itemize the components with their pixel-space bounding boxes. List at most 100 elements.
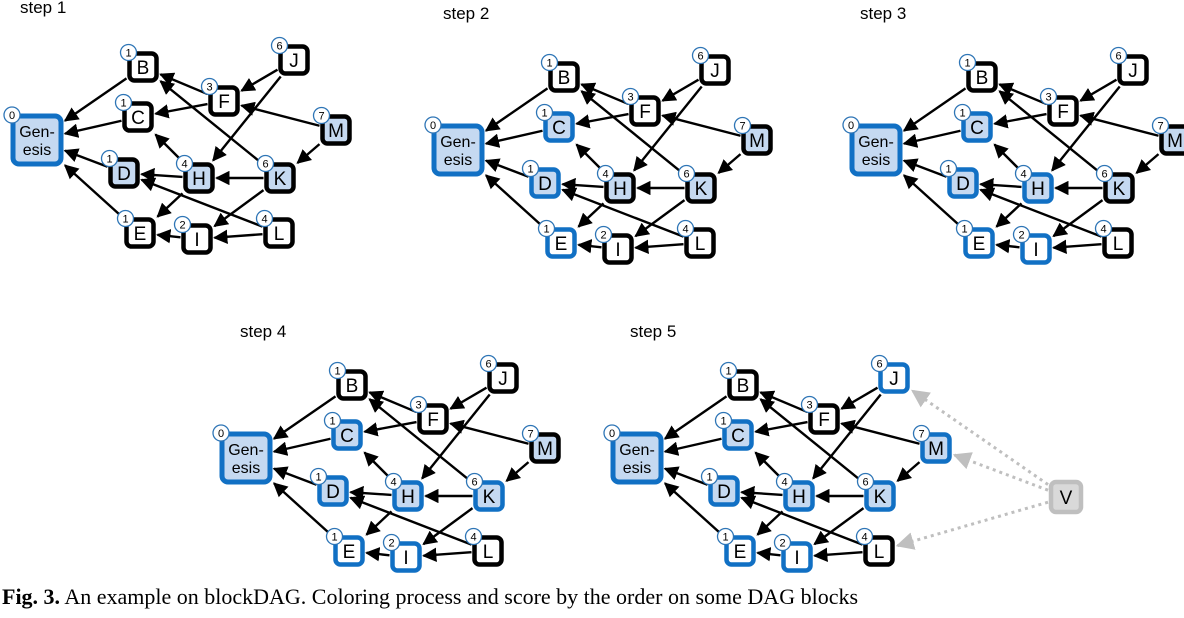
edge-M-to-K — [505, 461, 530, 482]
edge-H-to-D — [349, 485, 392, 501]
edge-H-to-C — [754, 451, 784, 481]
node-box — [783, 480, 815, 512]
node-box — [629, 95, 661, 127]
node-l: L4 — [676, 219, 716, 259]
node-h: H4 — [775, 472, 815, 512]
node-label-line2: esis — [23, 142, 51, 159]
score-circle — [309, 467, 328, 486]
figure-caption: Fig. 3. An example on blockDAG. Coloring… — [2, 584, 858, 610]
node-label: H — [401, 487, 415, 508]
node-c: C1 — [714, 411, 754, 451]
node-box — [529, 432, 561, 464]
node-score: 6 — [862, 477, 868, 489]
node-l: L4 — [255, 209, 295, 249]
node-box — [1117, 54, 1149, 86]
score-circle — [912, 424, 931, 443]
edge-D-to-Genesis — [484, 158, 529, 178]
virtual-edge-V-to-M — [952, 452, 1049, 492]
node-score: 4 — [1100, 224, 1106, 236]
node-box — [122, 101, 154, 133]
score-circle — [212, 424, 230, 442]
score-circle — [677, 164, 696, 183]
node-score: 1 — [961, 224, 967, 236]
node-box — [10, 113, 64, 167]
node-box — [610, 431, 664, 485]
node-score: 4 — [682, 224, 688, 236]
node-box — [849, 123, 903, 177]
node-label: J — [710, 61, 720, 82]
node-box — [741, 124, 773, 156]
node-l: L4 — [1094, 219, 1134, 259]
node-d: D1 — [939, 159, 979, 199]
node-label: L — [874, 542, 885, 563]
edge-D-to-Genesis — [902, 158, 947, 178]
node-score: 4 — [390, 477, 396, 489]
node-box — [317, 475, 349, 507]
node-box — [431, 123, 485, 177]
score-circle — [1039, 87, 1058, 106]
score-circle — [312, 106, 331, 125]
step-2-title: step 2 — [443, 4, 490, 23]
node-box — [808, 403, 840, 435]
edge-H-to-D — [561, 177, 604, 193]
node-box — [278, 44, 310, 76]
node-i: I2 — [1012, 225, 1052, 265]
edge-H-to-D — [740, 485, 783, 501]
edge-M-to-K — [896, 461, 921, 482]
edge-J-to-H — [812, 393, 882, 480]
node-label: B — [558, 68, 571, 89]
node-label: J — [289, 51, 299, 72]
node-label: K — [874, 487, 887, 508]
node-box — [124, 217, 156, 249]
score-circle — [114, 93, 133, 112]
node-label: L — [695, 234, 706, 255]
node-score: 1 — [541, 108, 547, 120]
score-circle — [173, 215, 192, 234]
node-label: F — [427, 410, 439, 431]
node-label: I — [194, 230, 199, 251]
score-circle — [424, 116, 442, 134]
node-c: C1 — [323, 411, 363, 451]
step-1-edges — [63, 68, 321, 244]
node-box — [545, 227, 577, 259]
node-box — [722, 419, 754, 451]
score-circle — [465, 472, 484, 491]
node-box — [392, 480, 424, 512]
node-h: H4 — [384, 472, 424, 512]
node-score: 3 — [806, 400, 812, 412]
node-score: 1 — [725, 366, 731, 378]
score-circle — [676, 219, 695, 238]
edge-M-to-K — [1135, 153, 1160, 174]
node-label: I — [403, 548, 408, 569]
edge-M-to-F — [1079, 111, 1159, 137]
node-score: 0 — [848, 120, 854, 132]
step-5-edges — [663, 386, 921, 562]
node-f: F3 — [800, 395, 840, 435]
score-circle — [621, 87, 640, 106]
node-l: L4 — [855, 527, 895, 567]
node-score: 2 — [600, 230, 606, 242]
edge-L-to-D — [349, 495, 472, 546]
node-box — [1022, 172, 1054, 204]
node-j: J6 — [479, 354, 519, 394]
node-score: 1 — [527, 164, 533, 176]
node-label: M — [1167, 131, 1183, 152]
node-score: 1 — [331, 532, 337, 544]
node-box — [878, 362, 910, 394]
score-circle — [521, 424, 540, 443]
node-label: E — [343, 542, 356, 563]
node-label: M — [328, 121, 344, 142]
node-label-line1: Gen- — [619, 442, 655, 459]
step-1-title: step 1 — [20, 0, 67, 17]
node-score: 2 — [1018, 230, 1024, 242]
score-circle — [856, 472, 875, 491]
node-label: K — [274, 169, 287, 190]
node-box — [961, 111, 993, 143]
node-box — [331, 419, 363, 451]
edge-L-to-D — [979, 187, 1102, 238]
node-label: E — [734, 542, 747, 563]
